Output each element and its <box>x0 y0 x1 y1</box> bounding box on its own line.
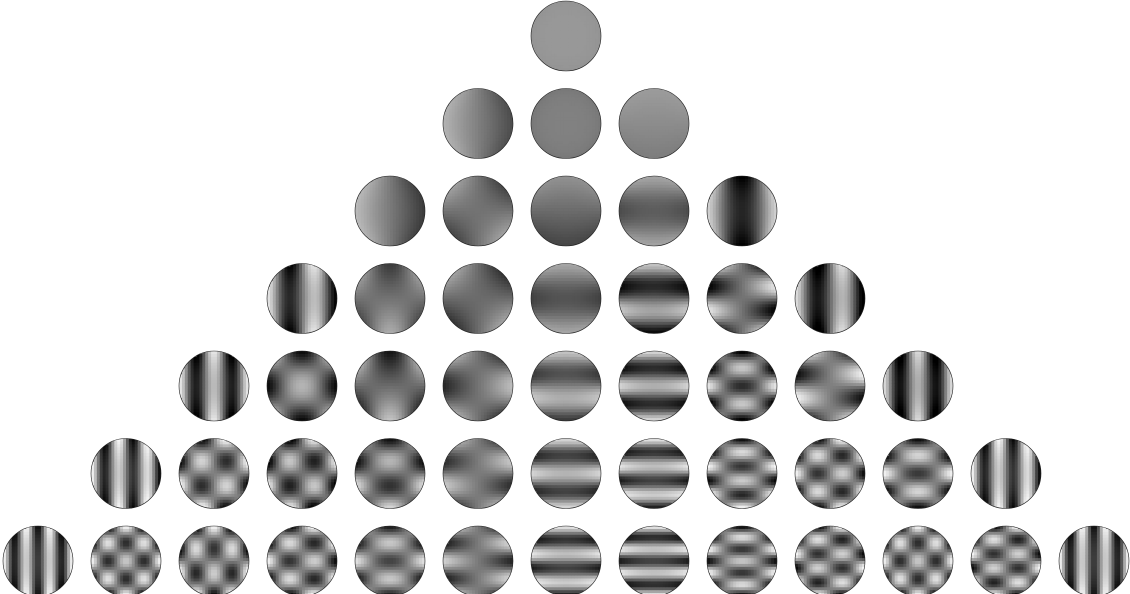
mode-pyramid <box>0 0 1130 594</box>
